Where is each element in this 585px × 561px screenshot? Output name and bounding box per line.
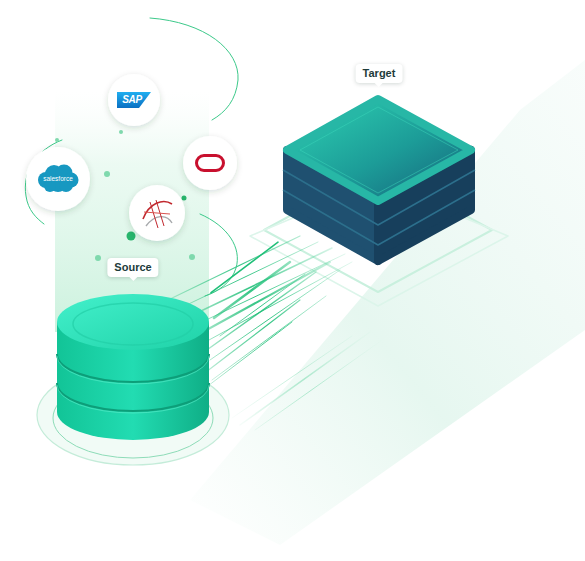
cylinder-top-inset <box>73 303 193 345</box>
target-node: Target <box>278 62 480 270</box>
cylinder-top <box>57 294 209 350</box>
sql-server-symbol <box>150 200 164 228</box>
node-label-tag: Target <box>356 64 403 83</box>
streak-line <box>212 296 326 380</box>
diagonal-glow <box>190 60 585 545</box>
sap-symbol <box>117 92 151 108</box>
sql-server-symbol <box>144 212 170 214</box>
orbit-arc <box>200 214 237 296</box>
streak-line <box>220 274 305 336</box>
sql-server-logo <box>129 185 185 241</box>
oracle-symbol <box>197 156 224 171</box>
logo-badge <box>183 136 237 190</box>
cylinder-layer-highlight <box>57 385 209 413</box>
particle-dot <box>119 130 123 134</box>
target-block <box>283 99 475 261</box>
logo-text: salesforce <box>25 174 91 184</box>
streak-line <box>192 262 330 338</box>
orbit-arcs <box>25 18 238 296</box>
data-flow-connector <box>211 242 278 293</box>
particle-dot <box>104 171 110 177</box>
sap-node: SAP <box>107 73 161 127</box>
particle-dot <box>189 254 195 260</box>
block-top-face <box>287 99 471 201</box>
streak-line <box>240 332 370 425</box>
source-shape <box>55 258 211 445</box>
node-label-tag: Source <box>107 258 158 277</box>
streak-line <box>200 322 292 392</box>
target-shape <box>278 62 480 270</box>
particle-dot <box>127 232 136 241</box>
particle-dot <box>55 138 59 142</box>
oracle-logo <box>183 136 237 190</box>
particle-dot <box>95 255 101 261</box>
cylinder-layer-line <box>57 383 209 411</box>
background-band <box>55 60 585 545</box>
logo-badge <box>108 74 160 126</box>
logo-text: SAP <box>119 93 145 107</box>
streak-line <box>210 270 340 360</box>
salesforce-node: salesforce <box>25 146 91 212</box>
source-node: Source <box>55 258 211 445</box>
orbit-arc <box>150 18 238 120</box>
cylinder-layer-highlight <box>57 356 209 384</box>
particle-dot <box>182 196 187 201</box>
faint-streaks <box>232 332 385 430</box>
streak-line <box>232 336 352 418</box>
streak-line <box>214 262 290 318</box>
cylinder-layer-line <box>57 354 209 382</box>
block-top-inset <box>300 107 458 193</box>
sql-server-symbol <box>146 217 172 226</box>
streak-line <box>185 254 345 330</box>
logo-badge <box>26 147 90 211</box>
streak-line <box>255 338 385 430</box>
logo-badge <box>129 185 185 241</box>
